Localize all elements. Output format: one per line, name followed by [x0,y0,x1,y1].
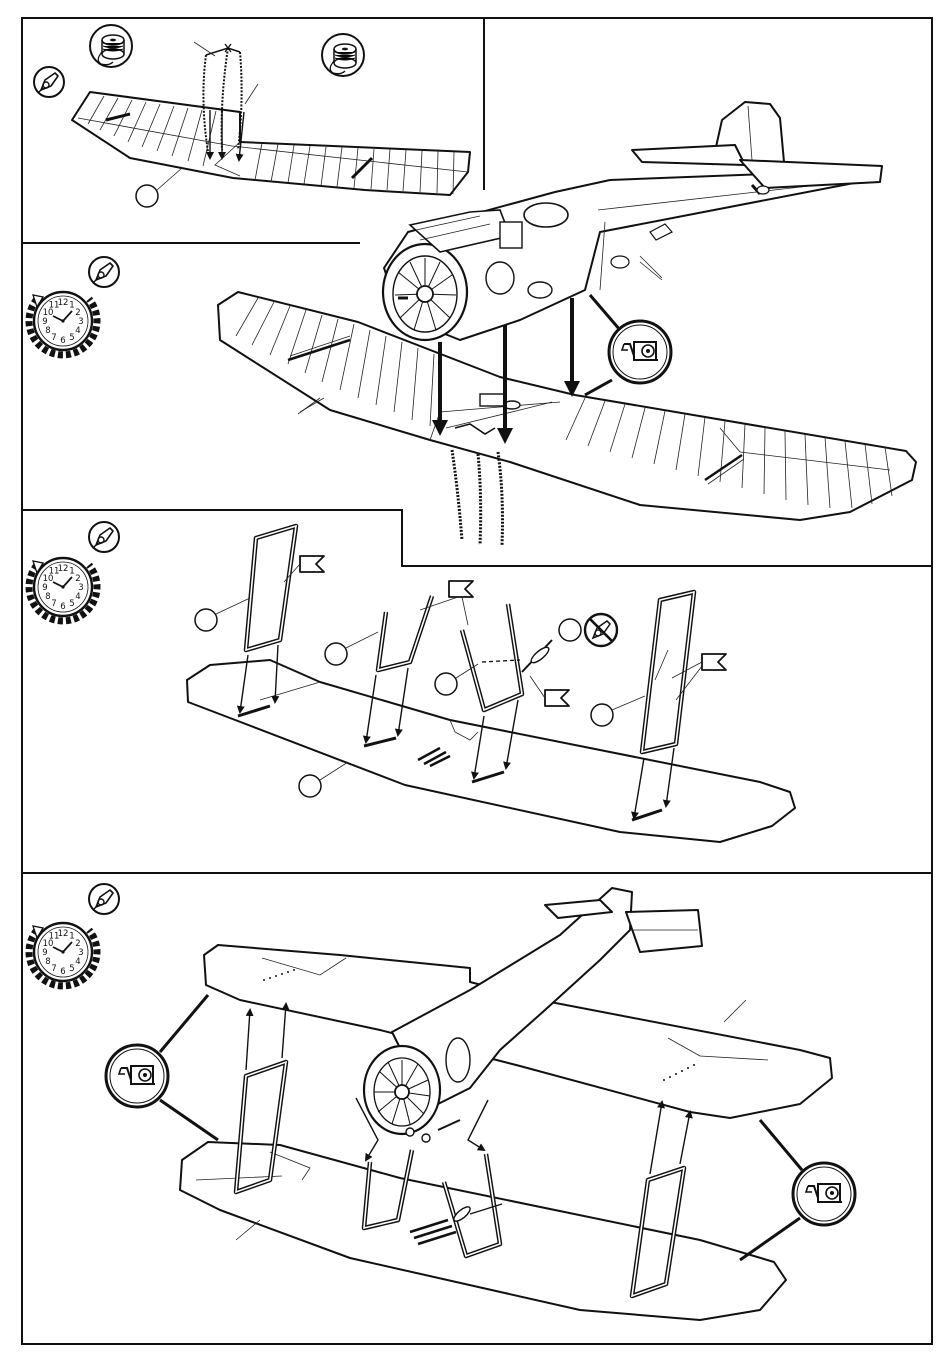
flag-marker-icon [300,556,324,572]
part-number-circle [591,704,613,726]
part-number-circle [325,643,347,665]
part-number-circle [195,609,217,631]
step-3-interplane-struts [29,522,795,842]
fuselage [383,102,882,340]
part-number-circle [299,775,321,797]
upper-wing [72,92,470,195]
thread-spool-icon [322,34,364,76]
flag-marker-icon [545,690,569,706]
part-number-circle [136,185,158,207]
rigging-threads [452,450,503,545]
part-number-circle [435,673,457,695]
lower-wing [187,660,795,842]
glue-icon [89,522,119,552]
flag-marker-icon [702,654,726,670]
drying-clock-icon [29,923,97,986]
drying-clock-icon [29,558,97,621]
glue-icon [89,884,119,914]
flag-marker-icon [449,581,473,597]
leader-line [157,168,182,190]
glue-icon [34,67,64,97]
thread-spool-icon [90,25,132,67]
part-number-circle [559,619,581,641]
tape-callout-icon [793,1163,855,1225]
step-4-final-biplane-assembly [29,884,855,1320]
drying-clock-icon [29,292,97,355]
step-1-upper-center-wing-rigging [34,25,470,207]
glue-icon [89,257,119,287]
no-glue-icon [585,614,617,646]
step-2-lower-wing-to-fuselage [29,102,916,545]
lower-wing [218,292,916,520]
tape-callout-icon [106,1045,168,1107]
